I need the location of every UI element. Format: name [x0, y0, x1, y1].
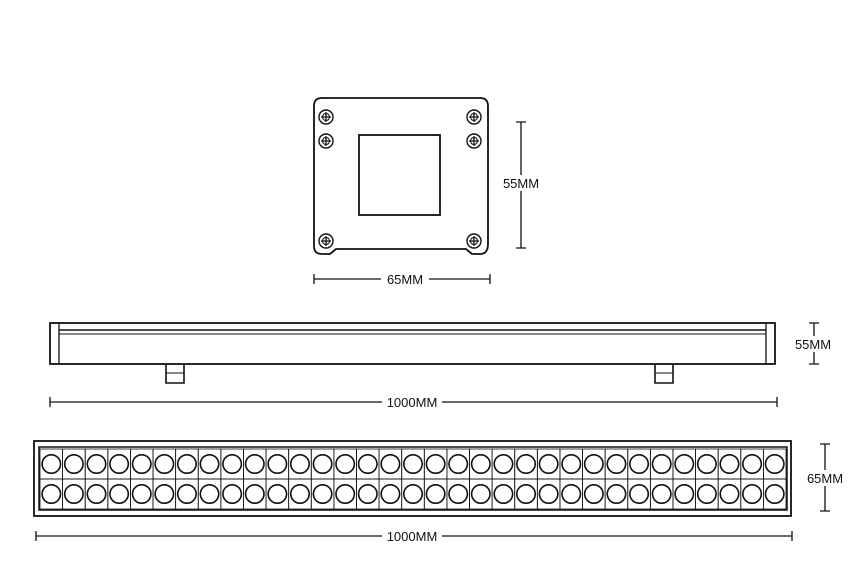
- screw-icon: [318, 233, 334, 249]
- led-icon: [244, 453, 265, 474]
- led-icon: [516, 453, 537, 474]
- led-icon: [63, 453, 84, 474]
- led-icon: [425, 483, 446, 504]
- led-icon: [764, 483, 785, 504]
- led-icon: [674, 453, 695, 474]
- led-icon: [516, 483, 537, 504]
- led-icon: [86, 483, 107, 504]
- led-icon: [199, 453, 220, 474]
- led-icon: [719, 453, 740, 474]
- led-icon: [425, 453, 446, 474]
- led-icon: [448, 483, 469, 504]
- screw-icon: [318, 133, 334, 149]
- side-view-length-label: 1000MM: [387, 395, 438, 410]
- led-icon: [335, 483, 356, 504]
- screw-icon: [466, 109, 482, 125]
- end-view-height-dimension: 55MM: [498, 121, 544, 249]
- end-view-width-dimension: 65MM: [313, 271, 491, 287]
- front-view-height-label: 65MM: [807, 471, 843, 486]
- mounting-bracket-icon: [654, 364, 674, 384]
- led-icon: [131, 483, 152, 504]
- led-icon: [176, 483, 197, 504]
- led-icon: [493, 483, 514, 504]
- end-view-height-label: 55MM: [503, 176, 539, 191]
- led-icon: [538, 483, 559, 504]
- led-icon: [244, 483, 265, 504]
- led-cell: [762, 478, 787, 510]
- led-icon: [742, 453, 763, 474]
- front-view-length-label: 1000MM: [387, 529, 438, 544]
- led-icon: [267, 483, 288, 504]
- led-icon: [131, 453, 152, 474]
- front-view-length-dimension: 1000MM: [35, 528, 793, 544]
- side-view-height-label: 55MM: [795, 337, 831, 352]
- end-view-housing: [313, 97, 489, 255]
- front-view: 65MM 1000MM: [33, 440, 848, 544]
- mounting-bracket-icon: [165, 364, 185, 384]
- led-icon: [222, 483, 243, 504]
- end-view: 55MM 65MM: [313, 97, 544, 287]
- led-icon: [357, 453, 378, 474]
- screw-icon: [318, 109, 334, 125]
- led-icon: [651, 483, 672, 504]
- side-view-body: [49, 322, 776, 365]
- led-icon: [289, 483, 310, 504]
- led-icon: [222, 453, 243, 474]
- led-icon: [470, 453, 491, 474]
- led-icon: [629, 453, 650, 474]
- led-icon: [109, 453, 130, 474]
- led-icon: [402, 483, 423, 504]
- led-icon: [312, 483, 333, 504]
- led-icon: [606, 453, 627, 474]
- led-icon: [719, 483, 740, 504]
- led-icon: [561, 453, 582, 474]
- led-icon: [696, 453, 717, 474]
- led-icon: [154, 453, 175, 474]
- led-icon: [86, 453, 107, 474]
- side-view-height-dimension: 55MM: [791, 322, 837, 365]
- led-icon: [335, 453, 356, 474]
- led-icon: [583, 453, 604, 474]
- screw-icon: [466, 233, 482, 249]
- led-icon: [41, 453, 62, 474]
- led-icon: [267, 453, 288, 474]
- led-icon: [312, 453, 333, 474]
- led-icon: [629, 483, 650, 504]
- led-icon: [380, 453, 401, 474]
- led-icon: [448, 453, 469, 474]
- end-view-window: [358, 134, 441, 216]
- led-icon: [380, 483, 401, 504]
- screw-icon: [466, 133, 482, 149]
- led-icon: [402, 453, 423, 474]
- led-icon: [493, 453, 514, 474]
- led-icon: [606, 483, 627, 504]
- front-view-housing: [33, 440, 792, 517]
- side-view-length-dimension: 1000MM: [49, 394, 778, 410]
- led-icon: [651, 453, 672, 474]
- led-icon: [561, 483, 582, 504]
- led-icon: [674, 483, 695, 504]
- front-view-led-panel: [38, 446, 788, 511]
- led-icon: [538, 453, 559, 474]
- side-view: 55MM 1000MM: [49, 322, 837, 410]
- led-icon: [696, 483, 717, 504]
- led-icon: [470, 483, 491, 504]
- led-icon: [176, 453, 197, 474]
- led-icon: [289, 453, 310, 474]
- led-icon: [199, 483, 220, 504]
- led-icon: [764, 453, 785, 474]
- led-icon: [109, 483, 130, 504]
- led-icon: [63, 483, 84, 504]
- led-icon: [583, 483, 604, 504]
- led-icon: [41, 483, 62, 504]
- led-icon: [742, 483, 763, 504]
- front-view-height-dimension: 65MM: [802, 443, 848, 512]
- led-grid: [39, 448, 787, 510]
- led-icon: [357, 483, 378, 504]
- end-view-width-label: 65MM: [387, 272, 423, 287]
- led-icon: [154, 483, 175, 504]
